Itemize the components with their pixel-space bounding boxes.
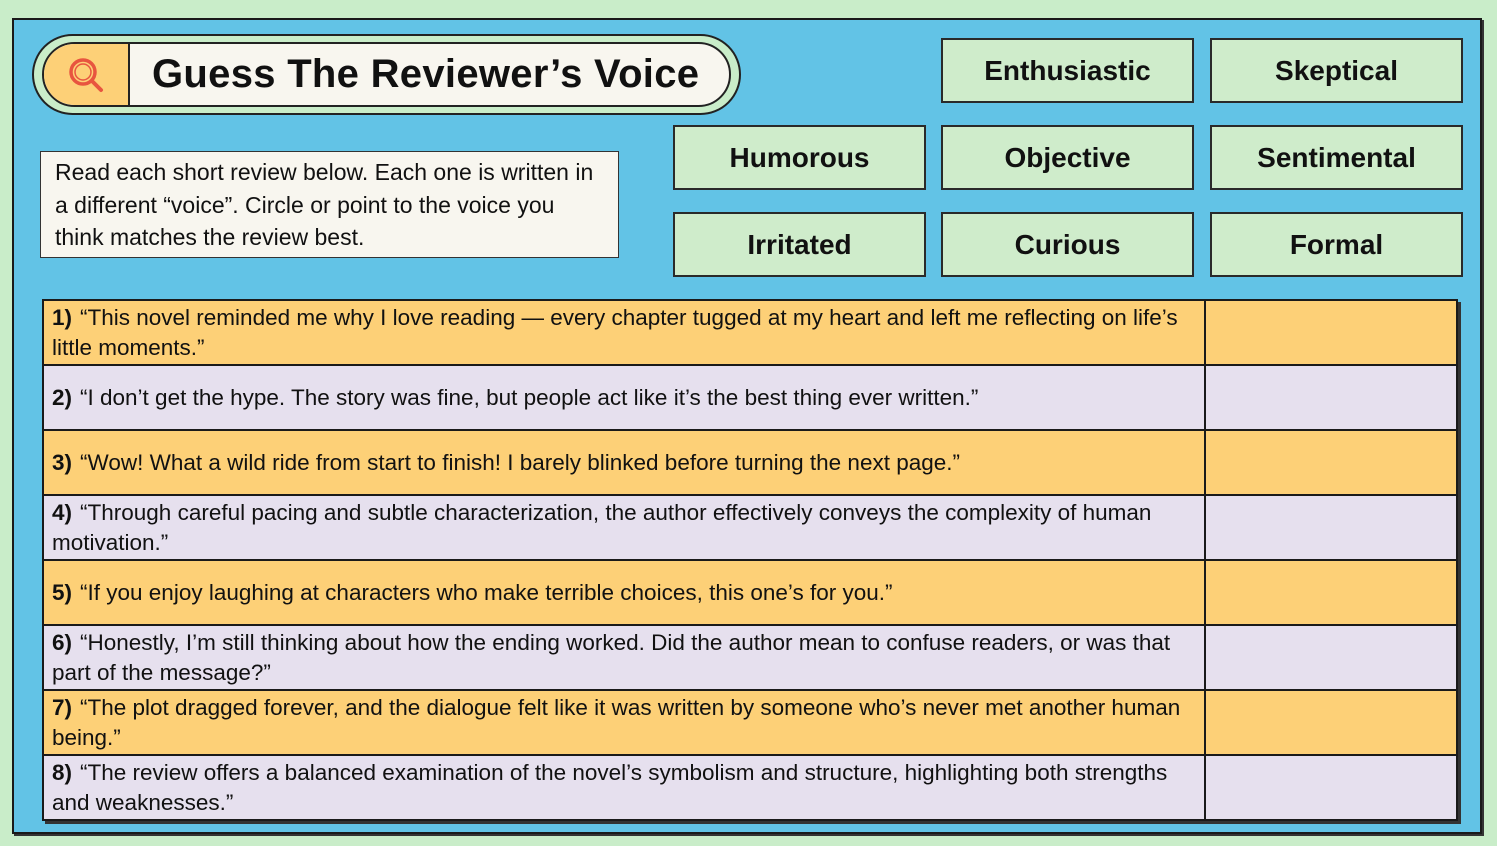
review-quote: “Honestly, I’m still thinking about how … xyxy=(52,629,1171,685)
review-number: 7) xyxy=(52,694,73,720)
review-number: 2) xyxy=(52,384,73,410)
answer-cell[interactable] xyxy=(1206,366,1456,429)
review-text: 3) “Wow! What a wild ride from start to f… xyxy=(44,431,1206,494)
voice-option-irritated[interactable]: Irritated xyxy=(673,212,926,277)
answer-cell[interactable] xyxy=(1206,496,1456,559)
page-title: Guess The Reviewer’s Voice xyxy=(152,52,700,96)
voice-option-skeptical[interactable]: Skeptical xyxy=(1210,38,1463,103)
answer-cell[interactable] xyxy=(1206,691,1456,754)
table-row: 1)“This novel reminded me why I love rea… xyxy=(44,301,1456,366)
review-quote: “The plot dragged forever, and the dialo… xyxy=(52,694,1181,750)
table-row: 3) “Wow! What a wild ride from start to f… xyxy=(44,431,1456,496)
review-number: 4) xyxy=(52,499,73,525)
answer-cell[interactable] xyxy=(1206,756,1456,819)
review-quote: “Through careful pacing and subtle chara… xyxy=(52,499,1152,555)
review-text: 2) “I don’t get the hype. The story was f… xyxy=(44,366,1206,429)
reviews-table: 1)“This novel reminded me why I love rea… xyxy=(42,299,1458,821)
voice-option-objective[interactable]: Objective xyxy=(941,125,1194,190)
voice-option-humorous[interactable]: Humorous xyxy=(673,125,926,190)
review-quote: “The review offers a balanced examinatio… xyxy=(52,759,1168,815)
answer-cell[interactable] xyxy=(1206,431,1456,494)
review-text: 5) “If you enjoy laughing at characters w… xyxy=(44,561,1206,624)
review-quote: “I don’t get the hype. The story was fin… xyxy=(80,384,979,410)
table-row: 5) “If you enjoy laughing at characters w… xyxy=(44,561,1456,626)
table-row: 4)“Through careful pacing and subtle cha… xyxy=(44,496,1456,561)
answer-cell[interactable] xyxy=(1206,626,1456,689)
review-text: 4)“Through careful pacing and subtle cha… xyxy=(44,496,1206,559)
instructions-text: Read each short review below. Each one i… xyxy=(40,151,619,258)
voice-option-enthusiastic[interactable]: Enthusiastic xyxy=(941,38,1194,103)
table-row: 8)“The review offers a balanced examinat… xyxy=(44,756,1456,819)
review-number: 6) xyxy=(52,629,73,655)
review-number: 3) xyxy=(52,449,73,475)
review-text: 7)“The plot dragged forever, and the dia… xyxy=(44,691,1206,754)
table-row: 2) “I don’t get the hype. The story was f… xyxy=(44,366,1456,431)
table-row: 6)“Honestly, I’m still thinking about ho… xyxy=(44,626,1456,691)
answer-cell[interactable] xyxy=(1206,561,1456,624)
review-quote: “If you enjoy laughing at characters who… xyxy=(80,579,893,605)
table-row: 7)“The plot dragged forever, and the dia… xyxy=(44,691,1456,756)
voice-option-sentimental[interactable]: Sentimental xyxy=(1210,125,1463,190)
review-number: 1) xyxy=(52,304,73,330)
review-number: 5) xyxy=(52,579,73,605)
review-text: 8)“The review offers a balanced examinat… xyxy=(44,756,1206,819)
voice-option-formal[interactable]: Formal xyxy=(1210,212,1463,277)
voice-option-curious[interactable]: Curious xyxy=(941,212,1194,277)
title-banner: Guess The Reviewer’s Voice xyxy=(32,34,741,115)
review-number: 8) xyxy=(52,759,73,785)
review-text: 1)“This novel reminded me why I love rea… xyxy=(44,301,1206,364)
review-quote: “This novel reminded me why I love readi… xyxy=(52,304,1178,360)
search-icon xyxy=(44,44,130,105)
review-text: 6)“Honestly, I’m still thinking about ho… xyxy=(44,626,1206,689)
answer-cell[interactable] xyxy=(1206,301,1456,364)
review-quote: “Wow! What a wild ride from start to fin… xyxy=(80,449,961,475)
